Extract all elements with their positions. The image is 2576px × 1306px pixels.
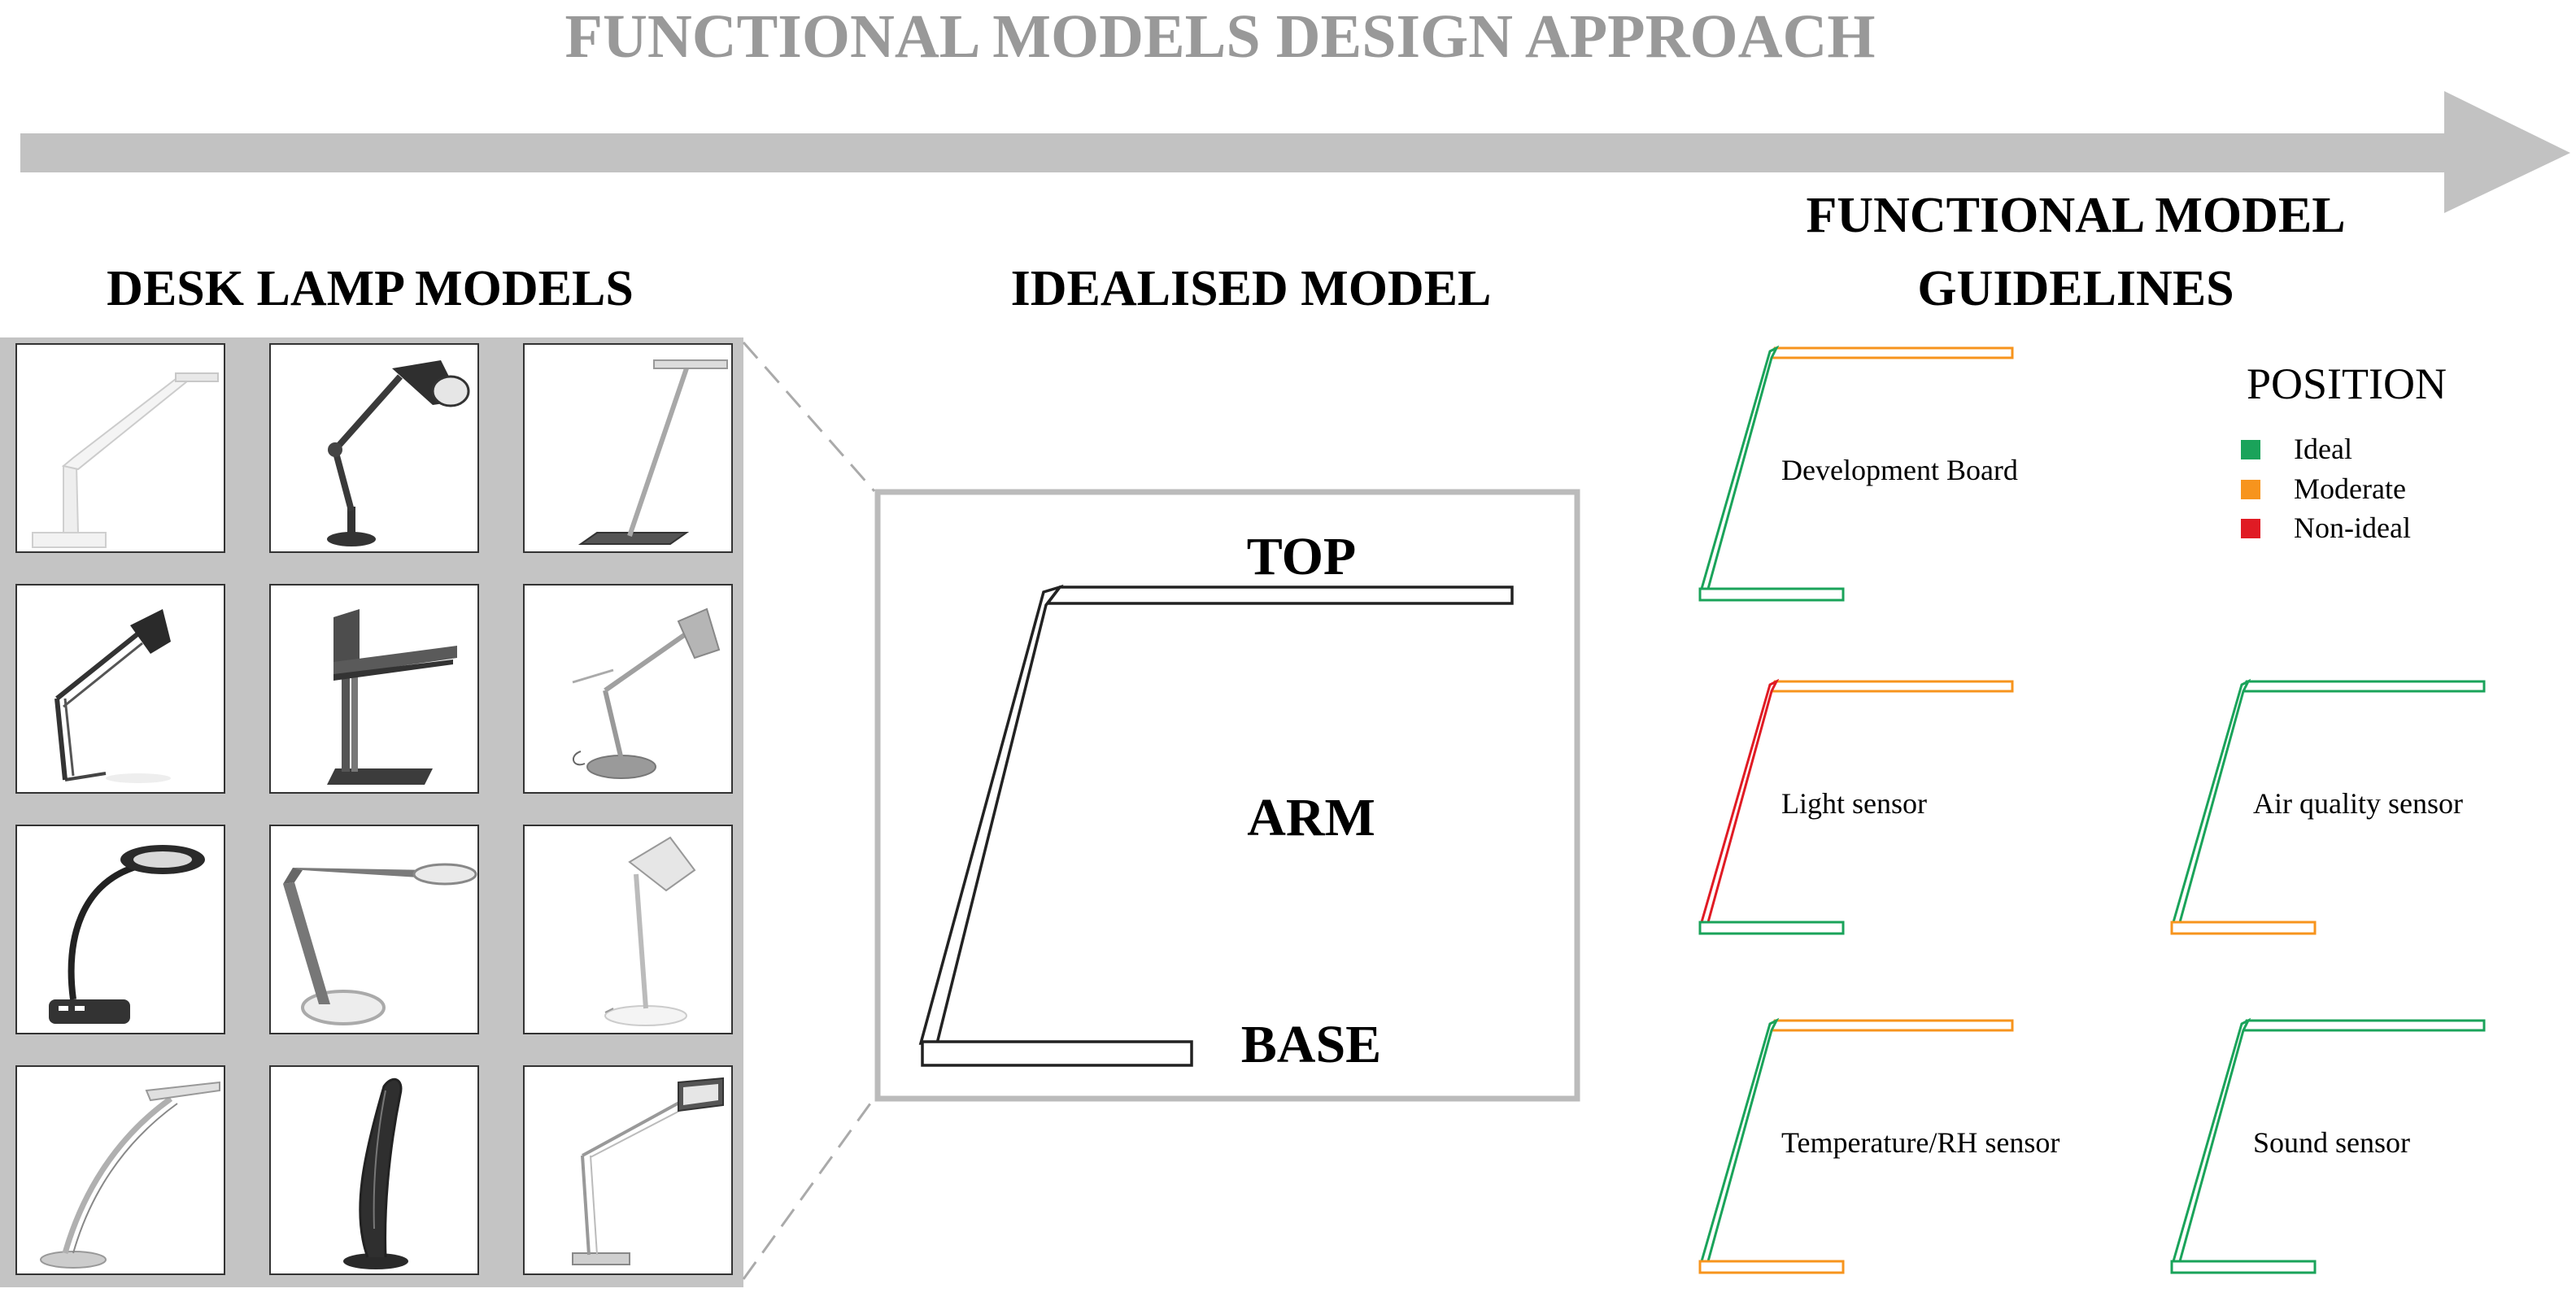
- idealised-base-bar: [921, 1040, 1193, 1067]
- legend-item-moderate: Moderate: [2241, 472, 2406, 505]
- guideline-model-sound-sensor: Sound sensor: [2170, 1017, 2486, 1274]
- legend-swatch-moderate: [2241, 480, 2260, 499]
- guideline-model-air-quality-sensor: Air quality sensor: [2170, 678, 2486, 935]
- lamp-thumbnail-grey-folding-led-lamp: [269, 584, 479, 794]
- lamp-illustration: [283, 863, 477, 1025]
- legend-label-ideal: Ideal: [2294, 433, 2352, 465]
- guideline-base-bar: [1698, 1260, 1845, 1274]
- lamp-thumbnail-white-led-desk-lamp: [15, 343, 225, 553]
- legend-label-moderate: Moderate: [2294, 472, 2406, 505]
- guideline-top-bar: [2241, 680, 2486, 693]
- lamp-thumbnail-black-swing-arm-lamp: [15, 584, 225, 794]
- legend-label-non-ideal: Non-ideal: [2294, 512, 2411, 544]
- guideline-label: Light sensor: [1781, 787, 1927, 820]
- guideline-top-bar: [2241, 1019, 2486, 1032]
- lamp-illustration: [572, 607, 721, 779]
- legend-swatch-non-ideal: [2241, 519, 2260, 538]
- lamp-illustration: [40, 1081, 220, 1269]
- idealised-arm-bar: [918, 584, 1064, 1045]
- lamp-thumbnail-black-loop-led-lamp: [269, 1065, 479, 1275]
- guideline-top-bar: [1769, 1019, 2014, 1032]
- lamp-thumbnail-aluminium-tolomeo-lamp: [523, 584, 733, 794]
- legend-title: POSITION: [2247, 359, 2447, 408]
- lamp-thumbnail-silver-curved-lamp: [15, 1065, 225, 1275]
- lamp-thumbnail-silver-panel-led-lamp: [523, 1065, 733, 1275]
- lamps-section-title: DESK LAMP MODELS: [107, 261, 634, 316]
- lamp-thumbnail-black-magnifier-lamp: [15, 825, 225, 1034]
- idealised-lamp-outline: [918, 584, 1514, 1067]
- zoom-line-bottom: [742, 1097, 876, 1280]
- guideline-label: Sound sensor: [2253, 1126, 2410, 1159]
- timeline-arrow: [20, 91, 2570, 213]
- lamp-grid: [15, 343, 733, 1275]
- guideline-arm-bar: [2172, 1017, 2251, 1263]
- guideline-model-light-sensor: Light sensor: [1698, 678, 2014, 935]
- legend-swatch-ideal: [2241, 440, 2260, 459]
- lamp-illustration: [578, 359, 728, 545]
- lamp-illustration: [49, 845, 205, 1024]
- lamp-thumbnail-frame: [15, 1065, 225, 1275]
- guideline-arm-bar: [1700, 345, 1780, 590]
- legend-item-ideal: Ideal: [2241, 433, 2352, 465]
- guideline-label: Temperature/RH sensor: [1781, 1126, 2059, 1159]
- idealised-model-frame: [874, 489, 1580, 1102]
- header-title: FUNCTIONAL MODELS DESIGN APPROACH: [565, 2, 1876, 71]
- lamp-thumbnail-frame: [523, 343, 733, 553]
- idealised-label-base: BASE: [1241, 1015, 1381, 1074]
- guideline-model-temperature-rh-sensor: Temperature/RH sensor: [1698, 1017, 2059, 1274]
- lamp-thumbnail-frame: [523, 825, 733, 1034]
- idealised-section-title: IDEALISED MODEL: [1011, 261, 1492, 316]
- guidelines-title-line1: FUNCTIONAL MODEL: [1806, 188, 2345, 243]
- lamp-illustration: [327, 360, 470, 546]
- guidelines-title-line2: GUIDELINES: [1917, 261, 2234, 316]
- guideline-label: Air quality sensor: [2253, 787, 2463, 820]
- guideline-model-development-board: Development Board: [1698, 345, 2018, 602]
- lamp-thumbnail-white-adjustable-lamp: [523, 825, 733, 1034]
- lamp-thumbnail-frame: [15, 584, 225, 794]
- guideline-top-bar: [1769, 680, 2014, 693]
- guideline-arm-bar: [1700, 678, 1780, 924]
- guideline-label: Development Board: [1781, 454, 2018, 486]
- guideline-arm-bar: [2172, 678, 2251, 924]
- lamp-illustration: [572, 1077, 724, 1265]
- lamp-thumbnail-grey-ring-light-lamp: [269, 825, 479, 1034]
- guideline-top-bar: [1769, 346, 2014, 359]
- lamp-thumbnail-silver-slim-led-lamp: [523, 343, 733, 553]
- zoom-line-top: [742, 342, 876, 492]
- idealised-label-top: TOP: [1247, 527, 1356, 586]
- lamp-illustration: [604, 836, 696, 1026]
- lamp-illustration: [343, 1077, 408, 1269]
- idealised-label-arm: ARM: [1247, 788, 1375, 847]
- lamp-illustration: [54, 609, 171, 783]
- lamp-illustration: [327, 609, 457, 785]
- guideline-base-bar: [2170, 1260, 2317, 1274]
- idealised-top-bar: [1044, 586, 1514, 605]
- guideline-base-bar: [2170, 921, 2317, 935]
- guideline-base-bar: [1698, 921, 1845, 935]
- lamp-illustration: [32, 372, 219, 548]
- guideline-arm-bar: [1700, 1017, 1780, 1263]
- legend-item-non-ideal: Non-ideal: [2241, 512, 2411, 544]
- guideline-base-bar: [1698, 587, 1845, 602]
- lamp-thumbnail-frame: [269, 584, 479, 794]
- lamp-thumbnail-black-architect-lamp: [269, 343, 479, 553]
